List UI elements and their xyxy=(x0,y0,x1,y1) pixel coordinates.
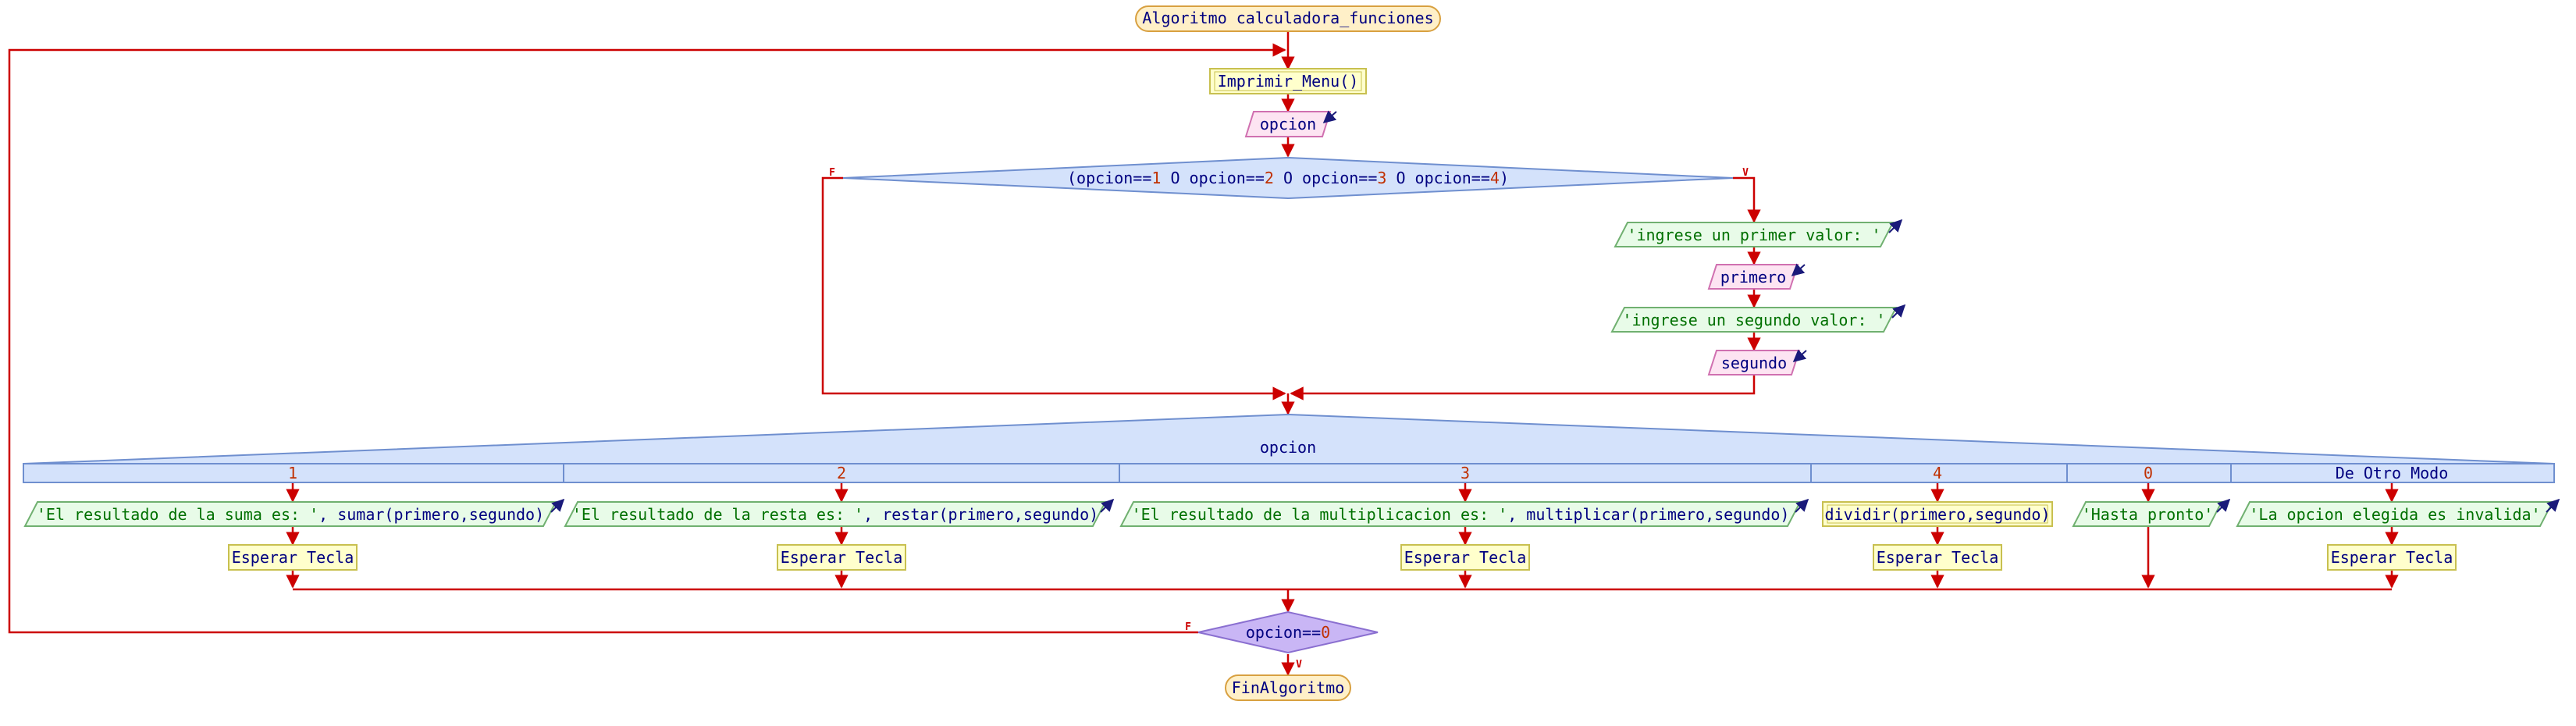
output-arrow-icon xyxy=(2216,498,2231,513)
loop-condition: opcion==0 xyxy=(1246,623,1330,642)
default-wait-label: Esperar Tecla xyxy=(2331,548,2453,567)
read-2-block: segundo xyxy=(1707,349,1807,375)
case-3-output-label: 'El resultado de la multiplicacion es: '… xyxy=(1132,505,1790,524)
read-1-label: primero xyxy=(1720,268,1786,286)
case-4-call-label: dividir(primero,segundo) xyxy=(1825,505,2051,524)
read-2-label: segundo xyxy=(1721,354,1787,372)
case-0-output-label: 'Hasta pronto' xyxy=(2082,505,2214,524)
case-label-1: 1 xyxy=(288,464,297,482)
prompt-2-label: 'ingrese un segundo valor: ' xyxy=(1622,311,1885,329)
if-true-label: V xyxy=(1742,167,1749,179)
end-label: FinAlgoritmo xyxy=(1232,678,1345,697)
case-label-3: 3 xyxy=(1461,464,1470,482)
input-arrow-icon xyxy=(1322,110,1337,124)
case-label-default: De Otro Modo xyxy=(2336,464,2449,482)
case-label-2: 2 xyxy=(837,464,846,482)
read-opcion-block: opcion xyxy=(1244,110,1337,137)
case-4-wait-label: Esperar Tecla xyxy=(1877,548,1999,567)
input-arrow-icon xyxy=(1791,263,1806,277)
case-3-wait-label: Esperar Tecla xyxy=(1404,548,1527,567)
if-false-label: F xyxy=(829,167,835,179)
case-1-wait-label: Esperar Tecla xyxy=(232,548,354,567)
case-1-wait: Esperar Tecla xyxy=(228,544,358,571)
case-2-wait: Esperar Tecla xyxy=(777,544,906,571)
read-1-block: primero xyxy=(1707,263,1806,290)
input-arrow-icon xyxy=(1792,349,1807,363)
prompt-1-block: 'ingrese un primer valor: ' xyxy=(1614,219,1903,247)
output-arrow-icon xyxy=(1100,498,1115,513)
default-wait: Esperar Tecla xyxy=(2327,544,2457,571)
case-label-4: 4 xyxy=(1933,464,1942,482)
edge-loop-back xyxy=(8,43,1286,634)
if-decision: (opcion==1 O opcion==2 O opcion==3 O opc… xyxy=(829,156,1749,200)
loop-false-label: F xyxy=(1185,621,1191,633)
case-label-0: 0 xyxy=(2144,464,2153,482)
case-4-call: dividir(primero,segundo) xyxy=(1822,501,2053,527)
default-output-label: 'La opcion elegida es invalida' xyxy=(2249,505,2540,524)
case-1-output-label: 'El resultado de la suma es: ', sumar(pr… xyxy=(37,505,544,524)
connectors xyxy=(8,31,2399,676)
case-1-output: 'El resultado de la suma es: ', sumar(pr… xyxy=(23,498,565,527)
start-terminal: Algoritmo calculadora_funciones xyxy=(1135,5,1441,32)
switch-variable: opcion xyxy=(1260,438,1316,457)
end-terminal: FinAlgoritmo xyxy=(1225,674,1351,701)
if-condition: (opcion==1 O opcion==2 O opcion==3 O opc… xyxy=(1067,169,1509,187)
menu-call-label: Imprimir_Menu() xyxy=(1218,72,1359,91)
edge-read2-join xyxy=(1290,375,1756,400)
switch-block: opcion 1 2 3 4 0 De Otro Modo xyxy=(23,413,2555,483)
case-2-output: 'El resultado de la resta es: ', restar(… xyxy=(564,498,1115,527)
output-arrow-icon xyxy=(1795,498,1809,513)
default-output: 'La opcion elegida es invalida' xyxy=(2236,498,2560,527)
output-arrow-icon xyxy=(550,498,565,513)
output-arrow-icon xyxy=(1891,304,1906,319)
start-label: Algoritmo calculadora_funciones xyxy=(1142,9,1433,27)
case-2-output-label: 'El resultado de la resta es: ', restar(… xyxy=(572,505,1098,524)
loop-decision: opcion==0 F V xyxy=(1185,610,1379,671)
case-4-wait: Esperar Tecla xyxy=(1873,544,2002,571)
prompt-1-label: 'ingrese un primer valor: ' xyxy=(1627,226,1880,244)
read-opcion-label: opcion xyxy=(1260,115,1316,133)
output-arrow-icon xyxy=(1888,219,1903,233)
menu-call-block: Imprimir_Menu() xyxy=(1209,68,1367,94)
case-3-output: 'El resultado de la multiplicacion es: '… xyxy=(1119,498,1809,527)
prompt-2-block: 'ingrese un segundo valor: ' xyxy=(1610,304,1906,333)
output-arrow-icon xyxy=(2546,498,2560,513)
case-2-wait-label: Esperar Tecla xyxy=(781,548,903,567)
edge-if-false xyxy=(821,176,1286,400)
case-0-output: 'Hasta pronto' xyxy=(2072,498,2231,527)
loop-true-label: V xyxy=(1296,659,1302,671)
edge-if-true xyxy=(1733,176,1761,223)
case-3-wait: Esperar Tecla xyxy=(1400,544,1530,571)
